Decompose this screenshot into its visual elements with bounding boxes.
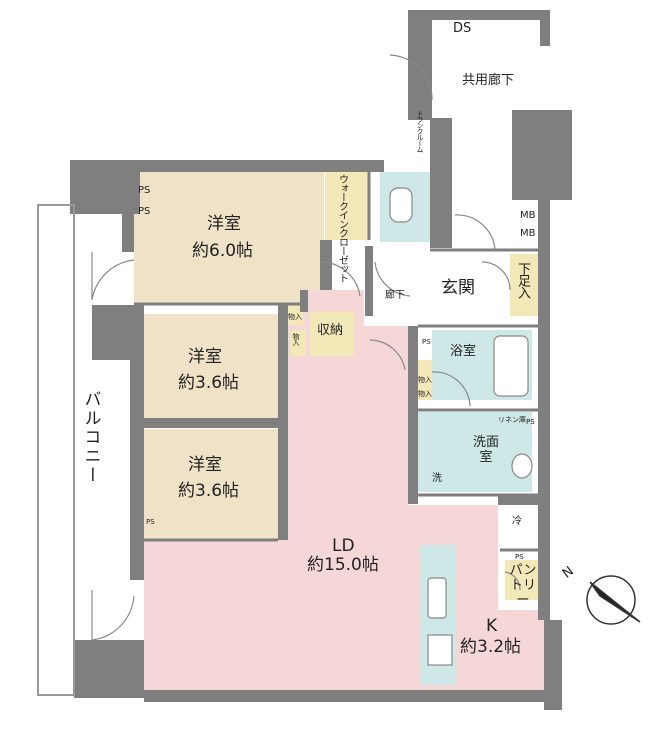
ps-label-6: PS (146, 518, 155, 526)
wall-left-lower (130, 360, 144, 580)
closet-fill-3 (416, 360, 432, 400)
walk-in-closet-label: ウォークインクローゼット (336, 174, 348, 282)
closet-label-1: 物入 (288, 313, 302, 321)
wall-ds-top (432, 10, 548, 20)
closet-fill-2 (290, 330, 306, 356)
wall-inner-2 (278, 304, 288, 540)
wall-inner-1 (300, 290, 308, 312)
wall-bottom-left (74, 640, 144, 698)
storage-fill (310, 312, 354, 356)
wall-entry-left (365, 246, 373, 316)
hallway-label: 廊下 (385, 290, 405, 301)
bathroom-label: 浴室 (450, 344, 477, 359)
room-western-3-size: 約3.6帖 (178, 481, 240, 501)
wash-label: 洗 (432, 473, 442, 484)
wall-left-upper (122, 172, 134, 252)
wall-bottom (144, 690, 548, 702)
room-western-1-size: 約6.0帖 (192, 241, 254, 261)
wall-entry-right (430, 118, 452, 248)
storage-label: 収納 (317, 323, 344, 338)
wall-right (538, 200, 550, 620)
shoe-box-fill (510, 254, 538, 316)
pantry-label: パントリー (509, 563, 537, 608)
room-western-3-fill (144, 429, 278, 539)
closet-label-2: 物入 (292, 333, 301, 345)
compass-icon (586, 575, 641, 625)
wall-inner-5 (498, 495, 538, 505)
mb-label-2: MB (520, 228, 536, 239)
ds-label: DS (453, 21, 472, 36)
balcony-outline (37, 204, 75, 696)
closet-label-3: 物入 (418, 376, 432, 384)
wall-entry-top (408, 10, 432, 120)
balcony-label: バルコニー (80, 390, 101, 485)
wall-right-column (512, 110, 572, 200)
shoe-box-label: 下足入 (514, 262, 530, 298)
room-western-1-name: 洋室 (207, 214, 241, 234)
room-ld-size: 約15.0帖 (307, 555, 379, 575)
wall-inner-3 (144, 418, 282, 428)
wall-top (134, 160, 384, 172)
washroom-fill (416, 412, 532, 492)
ps-label-3: PS (422, 338, 431, 346)
closet-fill-1 (287, 303, 303, 325)
room-western-1-fill (134, 172, 324, 304)
wall-mid-bath (408, 326, 418, 504)
closet-label-4: 物入 (418, 390, 432, 398)
walk-in-closet-fill (325, 172, 369, 240)
fridge-label: 冷 (512, 516, 522, 527)
room-western-2-name: 洋室 (188, 347, 222, 367)
trunk-room-label: トランクルーム (416, 110, 425, 152)
pantry-fill (505, 560, 541, 600)
wall-right-pillar (544, 620, 562, 710)
room-ld-name: LD (332, 536, 355, 556)
room-western-2-size: 約3.6帖 (178, 373, 240, 393)
entrance-label: 玄関 (441, 278, 475, 298)
common-corridor-label: 共用廊下 (462, 73, 515, 88)
wall-ds-right (540, 10, 550, 46)
ps-label-2: PS (138, 206, 151, 217)
mb-label-1: MB (520, 210, 536, 221)
ps-label-5: PS (515, 553, 524, 561)
wall-inner-4 (320, 240, 332, 290)
ps-label-1: PS (138, 185, 151, 196)
room-western-3-name: 洋室 (188, 455, 222, 475)
washroom-label: 洗面室 (472, 435, 499, 465)
wall-left-pillar (92, 305, 144, 360)
linen-label: リネン庫 (498, 416, 526, 424)
room-k-name: K (486, 616, 498, 636)
room-k-size: 約3.2帖 (460, 637, 522, 657)
room-western-2-fill (144, 314, 278, 419)
ps-label-4: PS (526, 418, 535, 426)
